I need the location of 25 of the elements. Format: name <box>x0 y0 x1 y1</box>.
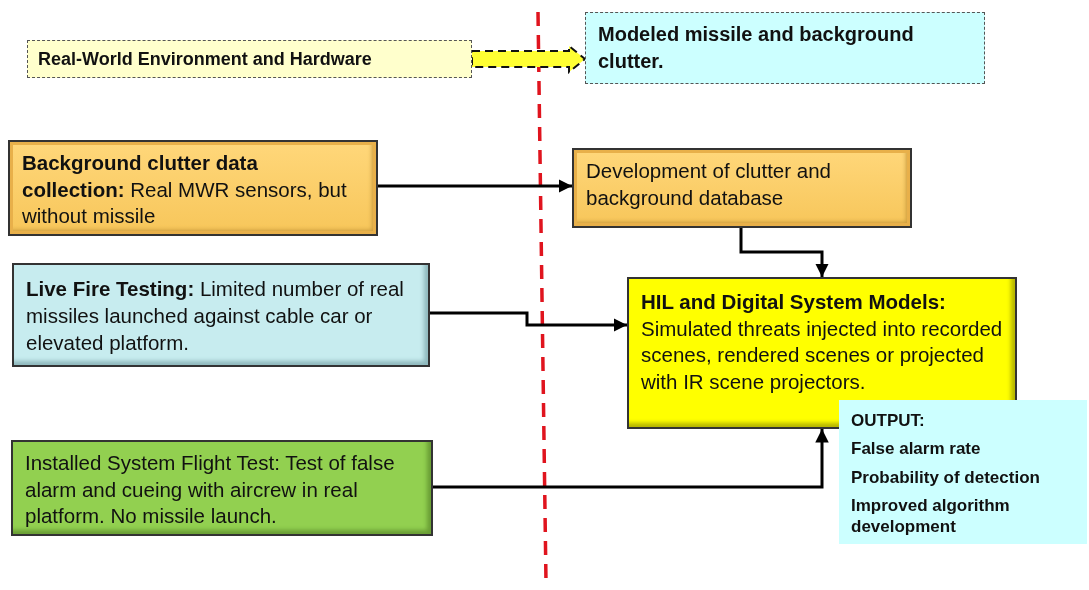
legend-box <box>27 40 472 78</box>
process-box <box>11 440 433 536</box>
arrow <box>378 179 572 193</box>
block-arrow <box>471 43 587 75</box>
box-heading: HIL and Digital System Models: <box>641 289 947 315</box>
box-text: Modeled missile and background clutter. <box>598 22 915 74</box>
box-text: Improved algorithm development <box>851 494 1011 538</box>
box-text: Simulated threats injected into recorded scenes, rendered scenes or projected with IR scene projectors. <box>641 315 1003 395</box>
box-text: Real-World Environment and Hardware <box>38 49 373 70</box>
process-box <box>8 140 378 236</box>
legend-box <box>585 12 985 84</box>
box-text: Probability of detection <box>851 466 1041 488</box>
process-box <box>627 277 1017 429</box>
process-box <box>572 148 912 228</box>
box-heading: OUTPUT: <box>851 410 926 432</box>
output-box <box>839 400 1087 544</box>
process-box <box>12 263 430 367</box>
box-text: Installed System Flight Test: Test of false alarm and cueing with aircrew in real platform. No missile launch. <box>25 450 396 530</box>
box-text: False alarm rate <box>851 438 982 460</box>
arrow <box>739 228 829 277</box>
box-text: Background clutter data collection: Real MWR sensors, but without missile <box>22 150 348 230</box>
arrow <box>430 311 627 332</box>
arrow <box>433 429 829 489</box>
box-text: Development of clutter and background database <box>586 158 832 211</box>
box-text: Live Fire Testing: Limited number of real missiles launched against cable car or elevated platform. <box>26 276 405 357</box>
